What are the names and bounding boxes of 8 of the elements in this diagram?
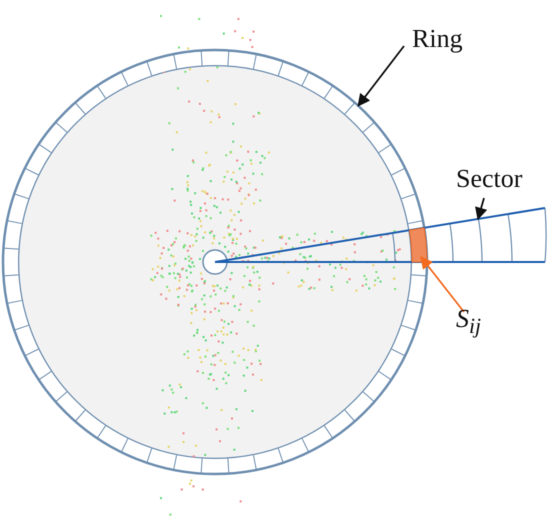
part-label: Sector: [456, 166, 522, 192]
part-label: S$_{ij}$: [456, 306, 482, 338]
leader-line: [475, 198, 488, 220]
sector-cell: [408, 227, 428, 262]
leader-line: [420, 256, 465, 313]
part-label: Ring: [412, 26, 463, 52]
sector-wedge: [214, 207, 547, 263]
leader-line: [357, 45, 405, 107]
